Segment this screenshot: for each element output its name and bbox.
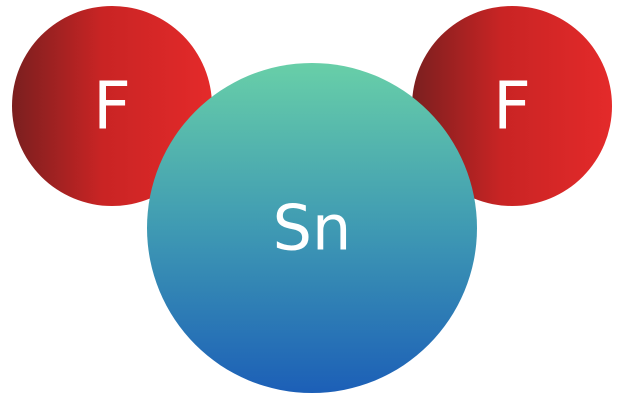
atom-f-right-sphere [412, 6, 612, 206]
atom-f-right: F [412, 6, 612, 206]
atom-f-left-label: F [93, 68, 131, 145]
atom-sn-center: Sn [147, 63, 477, 393]
atom-f-left: F [12, 6, 212, 206]
atom-f-right-label: F [493, 68, 531, 145]
atom-sn-label: Sn [273, 192, 352, 265]
atom-f-left-sphere [12, 6, 212, 206]
atom-sn-sphere [147, 63, 477, 393]
